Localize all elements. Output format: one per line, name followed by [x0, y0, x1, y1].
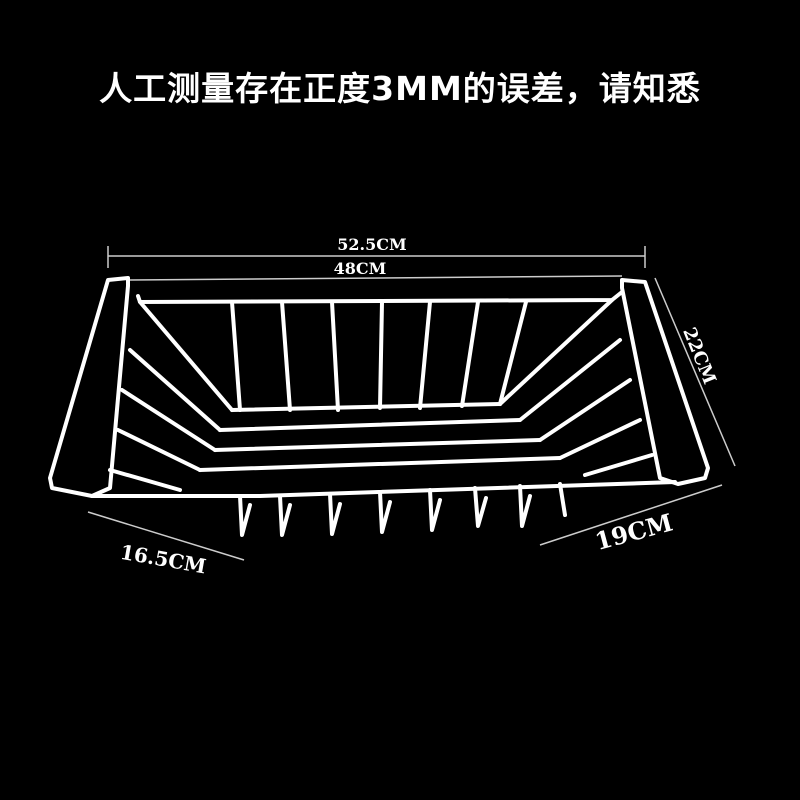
dim-line-depth	[654, 277, 736, 467]
label-depth: 22CM	[678, 325, 720, 388]
measurement-notice: 人工测量存在正度3MM的误差，请知悉	[99, 69, 701, 108]
basket-top-rim	[136, 290, 624, 304]
basket-bottom-rim	[90, 480, 677, 498]
basket-back-floor-line	[230, 402, 502, 412]
label-inner-length: 48CM	[334, 259, 387, 278]
dim-line-inner-length	[129, 275, 623, 281]
basket-right-frame	[620, 278, 710, 486]
basket-left-side-wires	[108, 300, 234, 492]
basket-vertical-wires	[230, 300, 528, 412]
dim-line-left-width	[87, 511, 245, 561]
wire-basket	[48, 276, 710, 537]
basket-left-frame	[48, 276, 130, 498]
label-outer-length: 52.5CM	[337, 235, 406, 254]
dimension-lines	[87, 246, 736, 561]
basket-front-loops	[238, 482, 567, 537]
basket-right-side-wires	[498, 298, 654, 477]
basket-floor-wires	[198, 418, 562, 472]
dim-line-right-width	[539, 484, 723, 546]
